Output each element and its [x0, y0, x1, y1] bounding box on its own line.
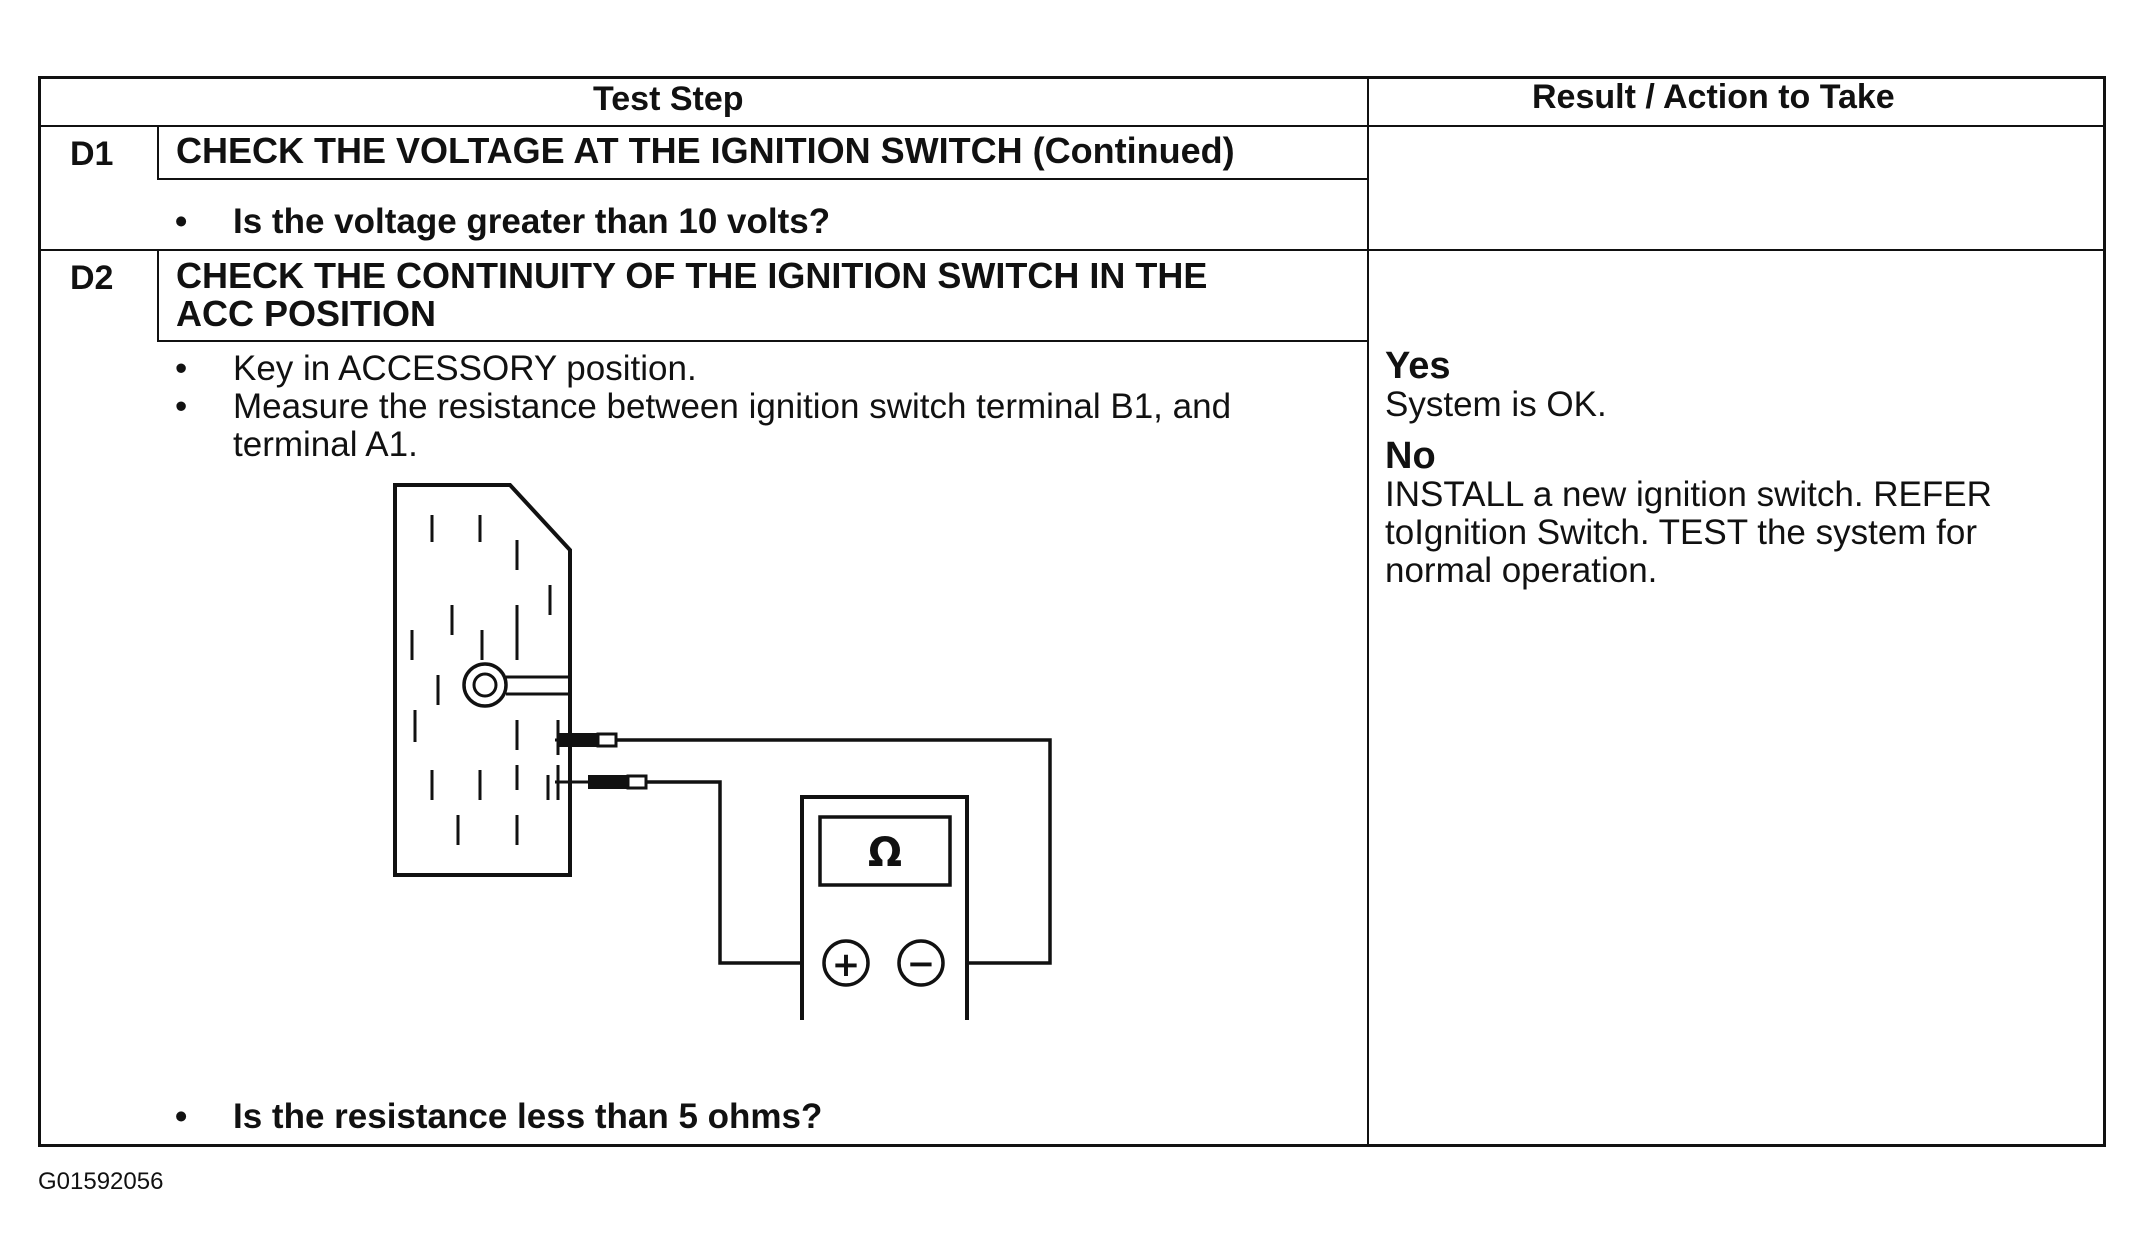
step-id-d2: D2 — [70, 259, 114, 297]
bullet: • — [175, 387, 188, 426]
ignition-switch-body — [393, 483, 572, 877]
negative-terminal-icon — [897, 939, 945, 987]
table-border-bottom — [38, 1144, 2106, 1147]
bullet: • — [175, 1097, 188, 1136]
result-no-line2: toIgnition Switch. TEST the system for — [1385, 513, 1978, 552]
d2-step-2: • Measure the resistance between ignitio… — [175, 388, 1345, 468]
minus-sign: − — [907, 944, 936, 984]
ignition-switch-diagram: Ω + − — [393, 483, 1052, 1020]
result-no-label: No — [1385, 435, 1436, 477]
d2-step-2-line2: terminal A1. — [233, 425, 418, 464]
d1-title-rule — [158, 178, 1368, 180]
d1-question-text: Is the voltage greater than 10 volts? — [233, 202, 831, 241]
plus-sign: + — [832, 945, 861, 985]
positive-terminal-icon — [822, 939, 870, 987]
switch-hatch-marks — [410, 515, 552, 845]
lead-wire-negative — [616, 738, 1052, 965]
column-divider — [1367, 76, 1369, 1147]
key-cylinder-icon — [462, 662, 508, 708]
d2-title-rule — [158, 340, 1368, 342]
step-id-d1: D1 — [70, 135, 114, 173]
step-title-d2-line2: ACC POSITION — [176, 293, 437, 334]
d1-question: • Is the voltage greater than 10 volts? — [175, 203, 1325, 243]
step-title-d2-line1: CHECK THE CONTINUITY OF THE IGNITION SWI… — [176, 255, 1208, 296]
bullet: • — [175, 202, 188, 241]
result-no-line3: normal operation. — [1385, 551, 1658, 590]
d2-step-1-text: Key in ACCESSORY position. — [233, 349, 697, 388]
multimeter-display — [818, 815, 952, 887]
bullet: • — [175, 349, 188, 388]
figure-id: G01592056 — [38, 1168, 164, 1195]
probe-top-icon — [558, 733, 598, 747]
d2-id-divider — [157, 249, 159, 342]
table-border-top — [38, 76, 2106, 79]
result-no-line1: INSTALL a new ignition switch. REFER — [1385, 475, 1992, 514]
header-rule — [38, 125, 2106, 127]
ohm-symbol: Ω — [868, 830, 902, 876]
header-result: Result / Action to Take — [1532, 78, 1895, 116]
probe-bottom-icon — [588, 775, 628, 789]
d1-id-divider — [157, 125, 159, 180]
result-yes-text: System is OK. — [1385, 385, 1607, 424]
table-border-right — [2103, 76, 2106, 1147]
lead-wire-positive — [646, 780, 804, 965]
header-test-step: Test Step — [593, 80, 744, 118]
d2-step-1: • Key in ACCESSORY position. — [175, 350, 1335, 390]
step-title-d1: CHECK THE VOLTAGE AT THE IGNITION SWITCH… — [176, 130, 1235, 171]
table-border-left — [38, 76, 41, 1147]
d1-end-rule — [38, 249, 2106, 251]
d2-question: • Is the resistance less than 5 ohms? — [175, 1098, 1325, 1138]
result-yes-label: Yes — [1385, 345, 1451, 387]
d2-question-text: Is the resistance less than 5 ohms? — [233, 1097, 823, 1136]
d2-step-2-line1: Measure the resistance between ignition … — [233, 387, 1232, 426]
